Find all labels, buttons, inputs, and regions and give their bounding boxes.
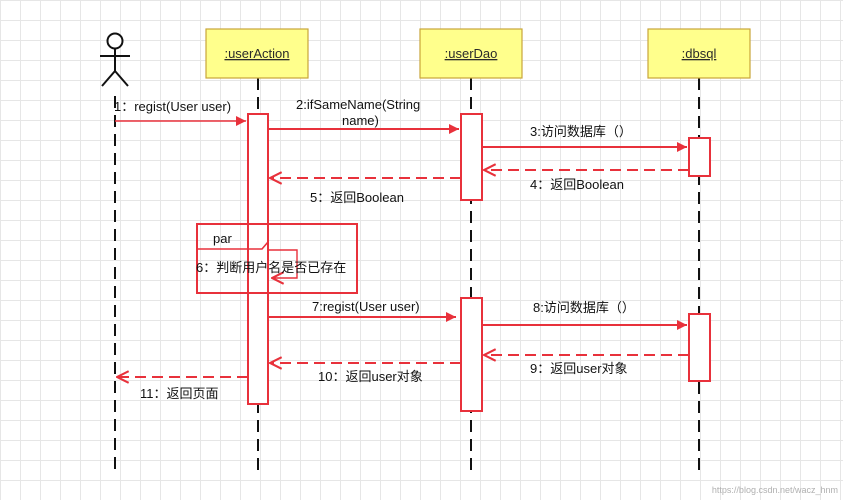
activation-user-dao-1[interactable]	[460, 113, 483, 201]
self-message-6-arrow[interactable]	[268, 249, 298, 278]
activation-user-dao-2[interactable]	[460, 297, 483, 412]
message-11-label: 11：返回页面	[140, 386, 219, 401]
activation-user-action[interactable]	[247, 113, 269, 405]
watermark: https://blog.csdn.net/wacz_hnm	[712, 485, 838, 495]
object-user-dao[interactable]: :userDao	[419, 28, 523, 79]
object-user-dao-label: :userDao	[445, 46, 498, 61]
object-user-action-label: :userAction	[224, 46, 289, 61]
object-dbsql[interactable]: :dbsql	[647, 28, 751, 79]
message-9-label: 9：返回user对象	[530, 361, 628, 376]
object-dbsql-label: :dbsql	[682, 46, 717, 61]
message-3-label: 3:访问数据库（）	[530, 124, 632, 139]
activation-dbsql-1[interactable]	[688, 137, 711, 177]
object-user-action[interactable]: :userAction	[205, 28, 309, 79]
message-2-label-line2: name)	[342, 113, 379, 128]
message-4-label: 4：返回Boolean	[530, 177, 624, 192]
message-1-label: 1：regist(User user)	[114, 99, 231, 114]
message-7-label: 7:regist(User user)	[312, 299, 420, 314]
message-5-label: 5：返回Boolean	[310, 190, 404, 205]
par-fragment-operator: par	[213, 231, 232, 246]
activation-dbsql-2[interactable]	[688, 313, 711, 382]
actor-stick-figure-icon	[100, 32, 130, 87]
message-2-label-line1: 2:ifSameName(String	[296, 97, 420, 112]
par-fragment[interactable]: par	[196, 223, 358, 294]
message-8-label: 8:访问数据库（）	[533, 300, 635, 315]
message-6-label: 6：判断用户名是否已存在	[196, 260, 346, 275]
message-10-label: 10：返回user对象	[318, 369, 423, 384]
